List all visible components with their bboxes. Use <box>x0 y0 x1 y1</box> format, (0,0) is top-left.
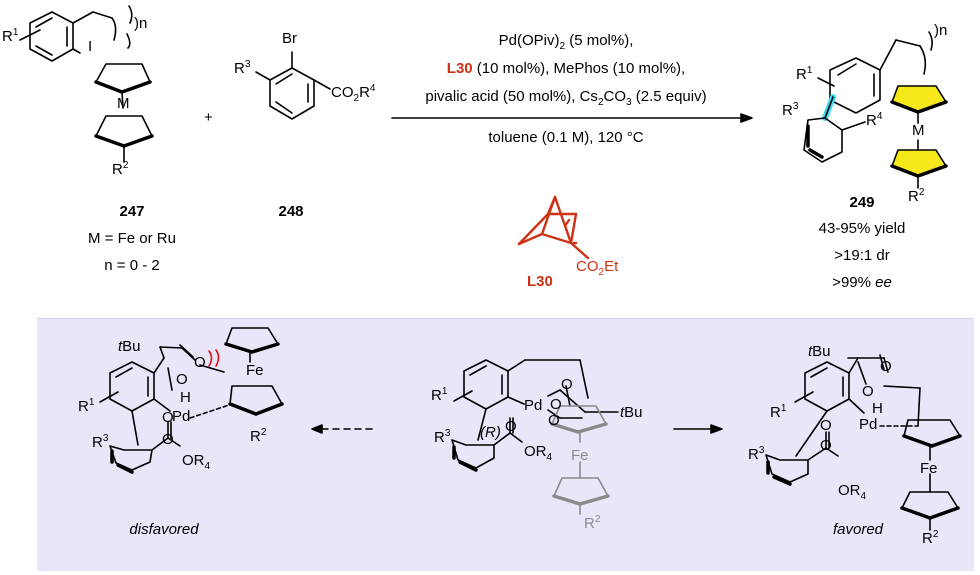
center-r-config: (R) <box>480 424 501 441</box>
center-o4: O <box>505 418 517 435</box>
r2-label-247: R2 <box>112 160 129 179</box>
center-o2: O <box>550 396 562 413</box>
right-r2: R2 <box>922 529 939 548</box>
ee-text: >99% ee <box>832 274 892 291</box>
compound-label-249: 249 <box>849 194 875 211</box>
left-r1: R1 <box>78 397 95 416</box>
left-o3: O <box>162 431 174 448</box>
right-o4: O <box>820 437 832 454</box>
r1-label-247: R1 <box>2 27 19 46</box>
center-r1: R1 <box>431 386 448 405</box>
r2-label-249: R2 <box>908 187 925 206</box>
right-o2: O <box>862 383 874 400</box>
compound-label-247: 247 <box>119 203 145 220</box>
structure-247 <box>19 5 154 163</box>
right-fe: Fe <box>920 460 938 477</box>
n-note: n = 0 - 2 <box>104 257 160 274</box>
metal-label-249: M <box>912 122 925 139</box>
center-pd: Pd <box>524 397 543 414</box>
right-pd: Pd <box>859 416 878 433</box>
condition-solvent: toluene (0.1 M), 120 °C <box>488 129 644 146</box>
metal-label-247: M <box>117 95 130 112</box>
ligand-label: L30 <box>527 273 553 290</box>
ligand-ester-label: CO2Et <box>576 258 619 278</box>
left-r3: R3 <box>92 433 109 452</box>
center-o1: O <box>561 376 573 393</box>
compound-label-248: 248 <box>278 203 304 220</box>
bromo-label: Br <box>282 30 297 47</box>
left-r2: R2 <box>250 427 267 446</box>
center-or4: OR4 <box>524 443 553 463</box>
left-fe: Fe <box>246 362 264 379</box>
right-r1: R1 <box>770 403 787 422</box>
center-fe: Fe <box>571 447 589 464</box>
r1-label-249: R1 <box>796 65 813 84</box>
left-caption: disfavored <box>129 521 199 538</box>
plus-sign: + <box>204 109 213 126</box>
r4-label-249: R4 <box>866 111 883 130</box>
n-label-249: )n <box>934 22 948 39</box>
mechanism-panel <box>37 318 974 571</box>
right-tbu: tBu <box>808 343 831 360</box>
structure-center-ts <box>451 359 619 515</box>
right-r3: R3 <box>748 445 765 464</box>
right-or4: OR4 <box>838 482 867 502</box>
structure-249 <box>803 31 948 189</box>
dr-text: >19:1 dr <box>834 247 890 264</box>
right-o1: O <box>880 358 892 375</box>
left-h: H <box>180 389 191 406</box>
left-o4: O <box>162 409 174 426</box>
center-r3: R3 <box>434 428 451 447</box>
r3-label-249: R3 <box>782 101 799 120</box>
left-o1: O <box>194 354 206 371</box>
right-o3: O <box>820 417 832 434</box>
iodo-label: I <box>88 38 93 55</box>
ester-label-248: CO2R4 <box>331 83 376 104</box>
left-pd: Pd <box>172 408 191 425</box>
left-or4: OR4 <box>182 452 211 472</box>
left-o2: O <box>176 371 188 388</box>
center-o3: O <box>548 412 560 429</box>
right-caption: favored <box>832 521 884 538</box>
structure-left-ts <box>99 327 284 474</box>
yield-text: 43-95% yield <box>818 220 906 237</box>
structure-248 <box>255 51 331 120</box>
center-r2: R2 <box>584 514 601 533</box>
structure-right-ts <box>765 354 962 531</box>
right-h: H <box>872 400 883 417</box>
condition-additives: pivalic acid (50 mol%), Cs2CO3 (2.5 equi… <box>425 88 707 108</box>
left-tbu: tBu <box>118 338 141 355</box>
condition-ligand: L30 (10 mol%), MePhos (10 mol%), <box>446 60 686 77</box>
n-label-247: )n <box>134 15 148 32</box>
metal-note: M = Fe or Ru <box>88 230 176 247</box>
center-tbu: tBu <box>620 404 643 421</box>
structure-L30 <box>517 195 590 260</box>
r3-label-248: R3 <box>234 59 251 78</box>
condition-catalyst: Pd(OPiv)2 (5 mol%), <box>498 32 634 52</box>
